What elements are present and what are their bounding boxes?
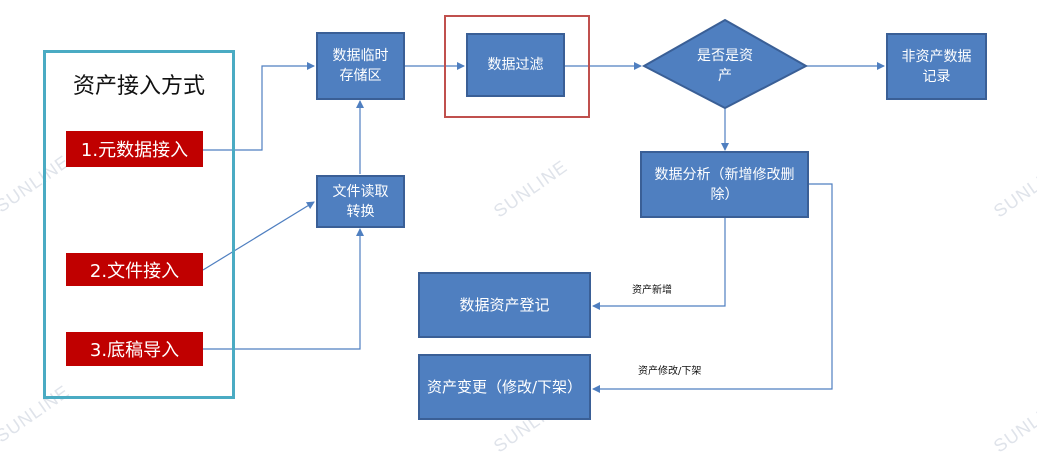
asset-register-node: 数据资产登记 <box>418 272 591 338</box>
edge-draft-to-convert <box>203 228 364 350</box>
decision-label: 是否是资 产 <box>684 46 766 86</box>
source-methods-frame <box>43 50 235 399</box>
non-asset-line-2: 记录 <box>922 68 951 85</box>
data-filter-node: 数据过滤 <box>466 33 565 97</box>
staging-line-2: 存储区 <box>339 68 382 84</box>
analysis-line-1: 数据分析（新增修改删 <box>654 166 795 183</box>
decision-diamond <box>641 18 809 110</box>
source-methods-title: 资产接入方式 <box>72 74 205 99</box>
decision-line-1: 是否是资 <box>697 48 753 64</box>
analysis-line-2: 除） <box>710 186 739 203</box>
asset-change-node: 资产变更（修改/下架） <box>418 354 591 420</box>
edge-analysis-to-change <box>592 183 833 393</box>
decision-line-2: 产 <box>718 68 732 84</box>
file-convert-node: 文件读取 转换 <box>316 175 405 228</box>
source-draft-tag: 3.底稿导入 <box>66 332 203 366</box>
staging-area-node: 数据临时 存储区 <box>316 32 405 100</box>
data-analysis-node: 数据分析（新增修改删 除） <box>640 151 809 218</box>
edge-label-asset-new: 资产新增 <box>632 285 672 296</box>
filter-highlight-frame <box>444 15 590 118</box>
file-convert-line-2: 转换 <box>346 203 375 220</box>
source-metadata-tag: 1.元数据接入 <box>66 131 203 167</box>
edge-label-asset-modify: 资产修改/下架 <box>638 366 702 377</box>
file-convert-line-1: 文件读取 <box>332 183 389 200</box>
non-asset-line-1: 非资产数据 <box>901 48 972 65</box>
staging-line-1: 数据临时 <box>332 48 389 64</box>
source-file-tag: 2.文件接入 <box>66 253 203 286</box>
edge-analysis-to-register <box>592 218 726 310</box>
edge-file-to-convert <box>202 201 315 271</box>
non-asset-record-node: 非资产数据 记录 <box>886 33 987 100</box>
